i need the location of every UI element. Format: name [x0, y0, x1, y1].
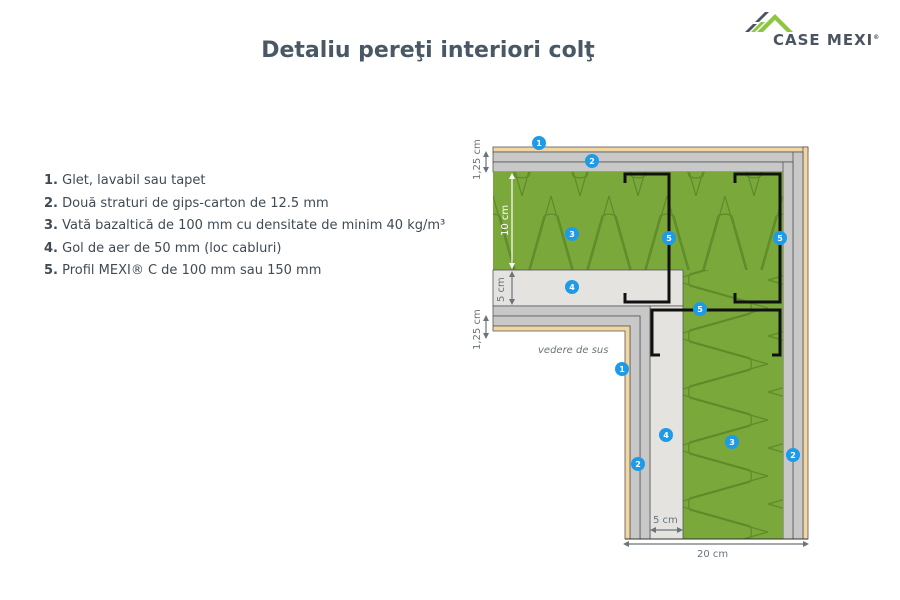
- gypsum-board-top-outer: [492, 151, 804, 163]
- legend-number: 1.: [44, 173, 58, 188]
- badge-2-top: 2: [585, 154, 599, 168]
- legend-item: 5. Profil MEXI® C de 100 mm sau 150 mm: [44, 260, 445, 283]
- dim-label-insulation: 10 cm: [500, 205, 511, 236]
- legend-number: 3.: [44, 218, 58, 234]
- badge-label: 3: [569, 230, 575, 239]
- badge-4-top: 4: [565, 280, 579, 294]
- finish-layer-right: [802, 146, 809, 540]
- view-label: vedere de sus: [538, 345, 608, 356]
- badge-1-inner: 1: [615, 362, 629, 376]
- badge-label: 2: [635, 460, 641, 469]
- gypsum-board-right-inner: [782, 161, 794, 540]
- legend-number: 4.: [44, 240, 58, 256]
- dim-label-air-gap-bottom: 5 cm: [653, 515, 678, 526]
- dim-label-lower-board: 1,25 cm: [472, 309, 483, 350]
- page-title: Detaliu pereţi interiori colţ: [261, 38, 595, 63]
- case-mexi-logo[interactable]: CASE MEXI®: [745, 8, 895, 50]
- c-profile-vertical: [650, 308, 782, 357]
- badge-label: 4: [569, 283, 575, 292]
- badge-1-top: 1: [532, 136, 546, 150]
- legend-text: Două straturi de gips-carton de 12.5 mm: [57, 195, 329, 211]
- legend-item: 4. Gol de aer de 50 mm (loc cabluri): [44, 238, 445, 261]
- finish-layer-inner: [492, 325, 631, 540]
- air-gap-horizontal: [492, 269, 684, 307]
- legend-item: 3. Vată bazaltică de 100 mm cu densitate…: [44, 215, 445, 238]
- badge-label: 2: [589, 157, 595, 166]
- dim-label-top-board: 1,25 cm: [472, 139, 483, 180]
- badge-label: 2: [790, 451, 796, 460]
- badge-2-right: 2: [786, 448, 800, 462]
- badge-label: 5: [666, 234, 672, 243]
- legend-text: Gol de aer de 50 mm (loc cabluri): [57, 240, 282, 256]
- badge-label: 1: [536, 139, 542, 148]
- legend-text: Glet, lavabil sau tapet: [57, 173, 206, 188]
- badge-5-left: 5: [662, 231, 676, 245]
- legend-text: Profil MEXI® C de 100 mm sau 150 mm: [57, 263, 322, 279]
- badge-label: 1: [619, 365, 625, 374]
- logo-brand-text: CASE MEXI®: [773, 31, 880, 49]
- gypsum-board-top-inner: [492, 161, 794, 173]
- badge-5-middle: 5: [693, 302, 707, 316]
- legend-number: 5.: [44, 263, 58, 279]
- badge-label: 4: [663, 431, 669, 440]
- legend-number: 2.: [44, 195, 58, 211]
- mineral-wool-horizontal: [493, 172, 783, 270]
- badge-5-right: 5: [773, 231, 787, 245]
- legend-text: Vată bazaltică de 100 mm cu densitate de…: [57, 218, 446, 234]
- logo-brand: CASE MEXI: [773, 31, 874, 49]
- air-gap-vertical: [649, 305, 684, 540]
- registered-mark: ®: [873, 34, 881, 41]
- badge-2-left: 2: [631, 457, 645, 471]
- badge-4-bottom: 4: [659, 428, 673, 442]
- legend-item: 1. Glet, lavabil sau tapet: [44, 170, 445, 193]
- badge-label: 3: [729, 438, 735, 447]
- dim-label-total-width: 20 cm: [697, 549, 728, 560]
- legend-list: 1. Glet, lavabil sau tapet 2. Două strat…: [44, 170, 445, 283]
- badge-label: 5: [697, 305, 703, 314]
- badge-3-top: 3: [565, 227, 579, 241]
- house-roof-icon: [745, 12, 793, 32]
- gypsum-board-right-outer: [792, 151, 804, 540]
- badge-3-bottom: 3: [725, 435, 739, 449]
- badge-label: 5: [777, 234, 783, 243]
- dim-label-air-gap-top: 5 cm: [496, 277, 507, 302]
- legend-item: 2. Două straturi de gips-carton de 12.5 …: [44, 193, 445, 216]
